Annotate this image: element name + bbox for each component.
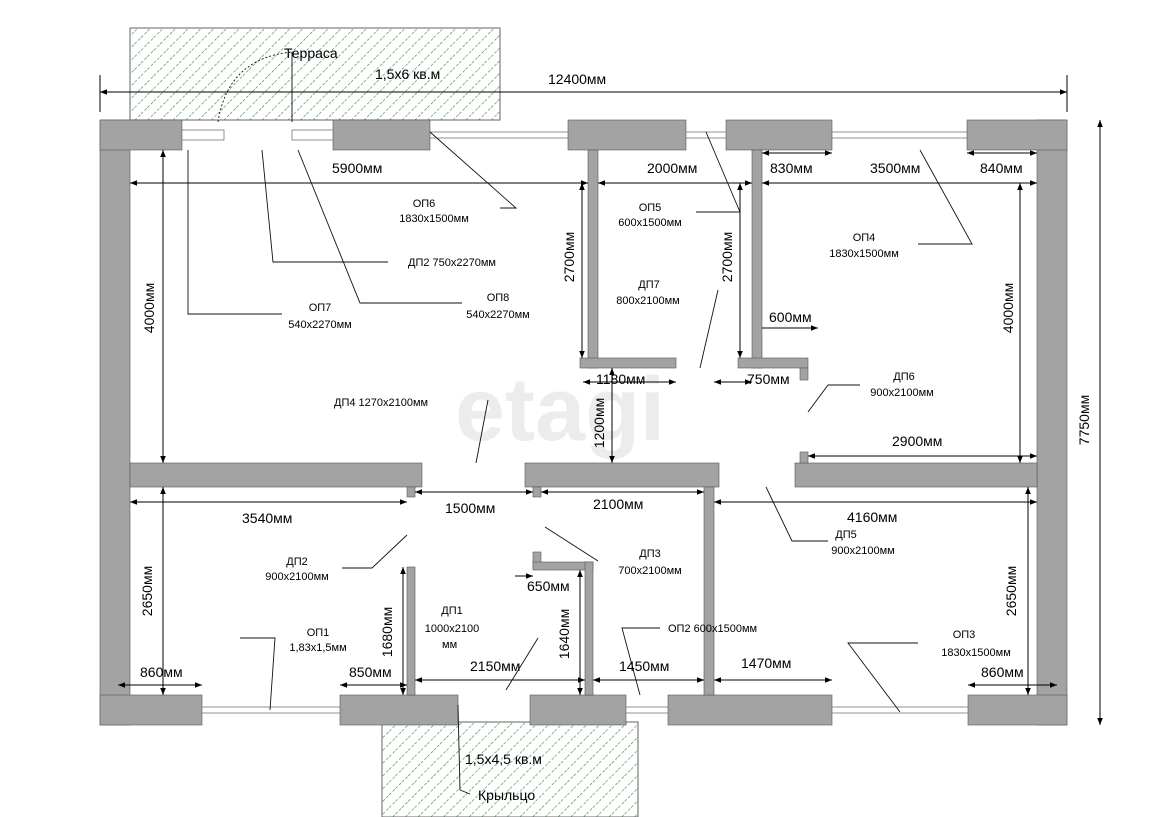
interior-walls [129, 149, 1038, 696]
dimension-lines [99, 75, 1103, 725]
dim-2700-right: 2700мм [719, 232, 735, 282]
dim-840: 840мм [980, 160, 1023, 176]
dim-2650-left: 2650мм [139, 566, 155, 616]
dim-3540: 3540мм [242, 510, 292, 526]
op1-name: ОП1 [307, 627, 330, 639]
op8-name: ОП8 [487, 292, 510, 304]
windows [181, 129, 969, 714]
dim-1470: 1470мм [741, 655, 791, 671]
dp3-size: 700х2100мм [618, 565, 681, 577]
dim-860-right: 860мм [981, 664, 1024, 680]
dp4-label: ДП4 1270х2100мм [334, 397, 428, 409]
outer-walls [99, 119, 1068, 726]
dim-1500: 1500мм [445, 500, 495, 516]
dim-1640: 1640мм [556, 609, 572, 659]
dim-830: 830мм [770, 160, 813, 176]
dim-total-height: 7750мм [1076, 395, 1092, 445]
dim-860-left: 860мм [140, 664, 183, 680]
dim-4000-left: 4000мм [141, 283, 157, 333]
op6-name: ОП6 [413, 198, 436, 210]
op7-size: 540х2270мм [288, 319, 351, 331]
op4-name: ОП4 [853, 232, 876, 244]
dim-1200: 1200мм [591, 398, 607, 448]
terrace-area [129, 27, 501, 121]
dp7-size: 800х2100мм [616, 295, 679, 307]
dp3-name: ДП3 [639, 548, 660, 560]
porch-size-label: 1,5х4,5 кв.м [465, 751, 542, 767]
dim-4160: 4160мм [847, 509, 897, 525]
dim-3500: 3500мм [870, 160, 920, 176]
terrace-label: Терраса [284, 45, 338, 61]
op3-name: ОП3 [953, 629, 976, 641]
dp2-name: ДП2 [286, 556, 307, 568]
dp6-name: ДП6 [893, 371, 914, 383]
dim-650: 650мм [527, 578, 570, 594]
dim-2650-right: 2650мм [1003, 566, 1019, 616]
dp2-size: 900х2100мм [265, 571, 328, 583]
dp5-name: ДП5 [835, 529, 856, 541]
dim-1680: 1680мм [379, 607, 395, 657]
dp1-size: 1000х2100 [425, 623, 479, 635]
op8-size: 540х2270мм [466, 309, 529, 321]
dp5-size: 900х2100мм [831, 545, 894, 557]
dim-1450: 1450мм [619, 658, 669, 674]
porch-label: Крыльцо [478, 787, 535, 803]
watermark: etagi [455, 360, 665, 460]
dim-4000-right: 4000мм [1000, 283, 1016, 333]
dim-2000: 2000мм [647, 160, 697, 176]
op5-size: 600х1500мм [618, 217, 681, 229]
dim-1180: 1180мм [596, 371, 645, 387]
dim-2900: 2900мм [892, 433, 942, 449]
dp2-top-label: ДП2 750х2270мм [408, 257, 496, 269]
dp1-name: ДП1 [441, 605, 462, 617]
op6-size: 1830х1500мм [399, 213, 469, 225]
terrace-door-swing [217, 51, 293, 123]
op5-name: ОП5 [639, 202, 662, 214]
dp1-unit: мм [442, 639, 457, 651]
terrace-size-label: 1,5х6 кв.м [375, 66, 440, 82]
dp7-name: ДП7 [638, 279, 659, 291]
dim-2150: 2150мм [470, 658, 520, 674]
op7-name: ОП7 [309, 302, 332, 314]
dp6-size: 900х2100мм [870, 387, 933, 399]
op3-size: 1830х1500мм [941, 647, 1011, 659]
op1-size: 1,83х1,5мм [289, 642, 346, 654]
dim-850: 850мм [349, 664, 392, 680]
dim-total-width: 12400мм [548, 71, 606, 87]
op2-label: ОП2 600х1500мм [668, 623, 757, 635]
dim-5900: 5900мм [332, 160, 382, 176]
leader-lines [187, 131, 973, 795]
dim-2700-left: 2700мм [561, 232, 577, 282]
dim-600: 600мм [769, 309, 812, 325]
op4-size: 1830х1500мм [829, 248, 899, 260]
dim-750: 750мм [747, 371, 790, 387]
dim-2100: 2100мм [593, 496, 643, 512]
porch-area [381, 721, 639, 817]
